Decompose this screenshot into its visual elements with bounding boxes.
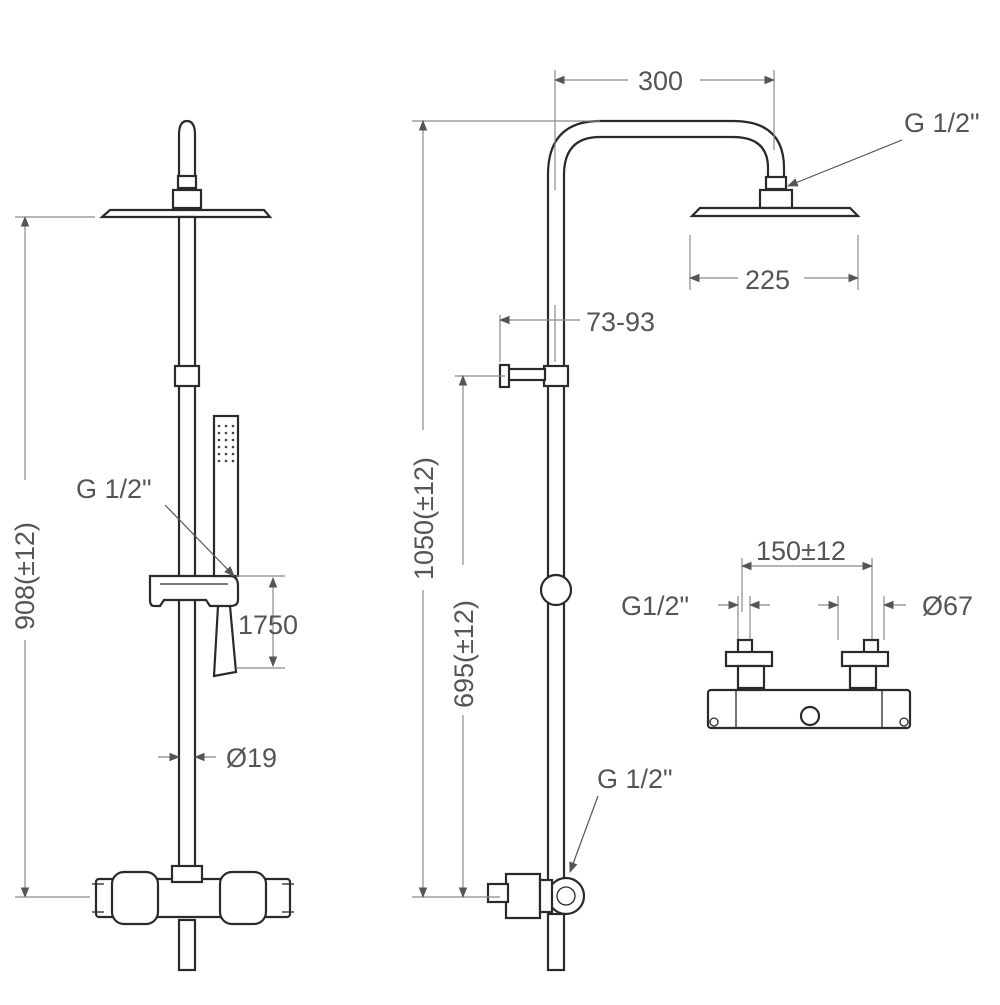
side-shower-head — [689, 206, 861, 218]
front-riser-top — [177, 119, 197, 182]
dim-height-bracket: 695(±12) — [449, 600, 479, 708]
front-hand-shower — [212, 414, 240, 578]
dim-inlet-diameter: Ø67 — [922, 591, 973, 621]
dim-height-total: 1050(±12) — [409, 457, 439, 580]
dim-bracket-range: 73-93 — [586, 307, 655, 337]
front-hose — [212, 605, 238, 678]
dim-hose-length: 1750 — [238, 610, 298, 640]
dim-height-front: 908(±12) — [10, 522, 40, 630]
front-spout — [177, 918, 197, 972]
side-wall-bracket — [505, 367, 547, 382]
side-mixer — [504, 872, 542, 920]
label-thread-inlet: G1/2" — [621, 591, 689, 621]
detail-mixer-outlet — [799, 705, 821, 727]
front-shower-head — [99, 208, 273, 219]
dim-centers: 150±12 — [756, 536, 846, 566]
front-main-bar — [177, 215, 197, 879]
front-bar-joint — [173, 364, 201, 388]
dim-bar-diameter: Ø19 — [226, 743, 277, 773]
front-head-connector — [171, 188, 203, 210]
front-view: 908(±12) G 1/2" 1750 Ø19 — [10, 119, 298, 972]
side-head-connector — [758, 188, 794, 210]
side-head-nut — [764, 175, 788, 191]
label-thread-head: G 1/2" — [904, 108, 980, 138]
mixer-detail: 150±12 G1/2" Ø67 — [621, 534, 973, 730]
front-head-nut — [176, 174, 198, 190]
dim-arm-reach: 300 — [638, 66, 683, 96]
dim-head-diameter: 225 — [745, 265, 790, 295]
side-view: 300 G 1/2" 225 73-93 1050(±12) 695(±12) … — [408, 62, 980, 972]
side-bar-joint — [542, 364, 570, 388]
label-thread-outlet: G 1/2" — [597, 764, 673, 794]
side-arm — [546, 119, 786, 880]
label-thread-handshower: G 1/2" — [76, 474, 152, 504]
side-spout — [546, 912, 566, 972]
side-slider-knob — [539, 573, 573, 607]
hand-shower-nozzles — [217, 424, 235, 463]
